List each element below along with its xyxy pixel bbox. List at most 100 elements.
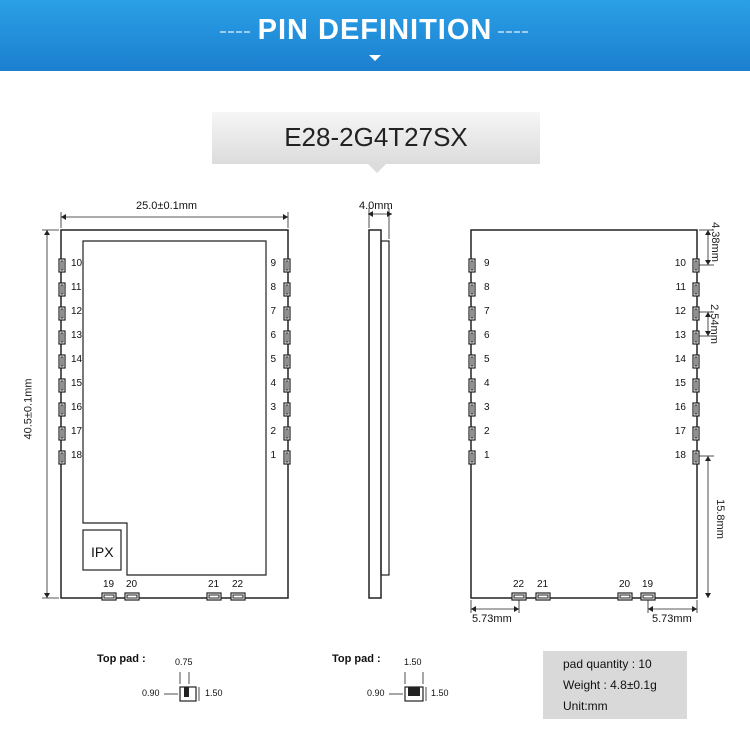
top-right-pin-label: 8	[270, 282, 276, 293]
top-left-pad-inner	[60, 428, 64, 439]
top-left-pin-label: 18	[71, 450, 83, 461]
bottom-left-pin-label: 3	[484, 402, 490, 413]
top-height-dim: 40.5±0.1mm	[22, 378, 35, 440]
top-left-pad-inner	[60, 260, 64, 271]
dim-left-offset-line-arrow-start	[471, 606, 476, 612]
bottom-left-pin-label: 5	[484, 354, 490, 365]
bottom-right-pin-label: 17	[674, 426, 686, 437]
bottom-bottom-pin-label: 20	[619, 579, 631, 590]
top-left-pad-inner	[60, 308, 64, 319]
top-right-pad-inner	[285, 308, 289, 319]
top-view-shield	[82, 240, 267, 576]
top-bottom-pad-inner	[232, 594, 244, 599]
dim-top-edge: 4.38mm	[708, 222, 721, 262]
dim-top-edge-line-arrow-start	[705, 230, 711, 235]
spec-pad-quantity: pad quantity : 10	[563, 657, 652, 671]
top-width-dim-line-arrow-end	[283, 214, 288, 220]
top-right-pad-inner	[285, 356, 289, 367]
top-right-pin-label: 2	[270, 426, 276, 437]
bottom-right-pad-inner	[694, 308, 698, 319]
top-right-pin-label: 4	[270, 378, 276, 389]
bottom-bottom-pad-inner	[537, 594, 549, 599]
bottom-bottom-pad-inner	[513, 594, 525, 599]
banner-arrow-icon	[369, 55, 381, 61]
bottom-left-pad-inner	[470, 356, 474, 367]
dim-right-offset-line-arrow-start	[648, 606, 653, 612]
top-left-pin-label: 15	[71, 378, 83, 389]
pad-left-offset: 0.90	[142, 688, 160, 698]
pad-right-fill	[408, 687, 420, 696]
dim-left-offset: 5.73mm	[472, 613, 512, 625]
bottom-right-pin-label: 15	[674, 378, 686, 389]
bottom-right-pin-label: 10	[674, 258, 686, 269]
top-bottom-pad-inner	[103, 594, 115, 599]
top-left-pad-inner	[60, 452, 64, 463]
model-name: E28-2G4T27SX	[284, 122, 468, 152]
dim-gap-line-arrow-start	[705, 456, 711, 461]
spec-box: pad quantity : 10 Weight : 4.8±0.1g Unit…	[543, 651, 687, 719]
pad-left-label: Top pad :	[97, 653, 146, 665]
top-left-pin-label: 11	[71, 282, 82, 293]
bottom-left-pin-label: 6	[484, 330, 490, 341]
ipx-label: IPX	[91, 544, 114, 560]
top-left-pad-inner	[60, 332, 64, 343]
bottom-right-pad-inner	[694, 452, 698, 463]
side-thickness-dim-line-arrow-start	[368, 211, 373, 217]
model-tab	[212, 112, 540, 164]
bottom-right-pad-inner	[694, 332, 698, 343]
top-right-pin-label: 6	[270, 330, 276, 341]
side-thickness-dim-line-arrow-end	[387, 211, 392, 217]
bottom-left-pad-inner	[470, 404, 474, 415]
top-right-pad-inner	[285, 452, 289, 463]
bottom-left-pad-inner	[470, 308, 474, 319]
pad-left-width: 0.75	[175, 657, 193, 667]
dim-gap-line-arrow-end	[705, 593, 711, 598]
top-left-pad-inner	[60, 404, 64, 415]
spec-unit: Unit:mm	[563, 699, 608, 713]
top-right-pad-inner	[285, 380, 289, 391]
top-left-pin-label: 17	[71, 426, 83, 437]
dim-left-offset-line-arrow-end	[514, 606, 519, 612]
bottom-left-pin-label: 9	[484, 258, 490, 269]
bottom-left-pad-inner	[470, 332, 474, 343]
bottom-right-pad-inner	[694, 380, 698, 391]
bottom-left-pin-label: 7	[484, 306, 490, 317]
top-bottom-pin-label: 21	[208, 579, 220, 590]
top-right-pin-label: 7	[270, 306, 276, 317]
top-left-pin-label: 10	[71, 258, 83, 269]
bottom-bottom-pin-label: 19	[642, 579, 654, 590]
pad-right-width: 1.50	[404, 657, 422, 667]
dim-pitch-line-arrow-end	[705, 331, 711, 336]
pad-right-label: Top pad :	[332, 653, 381, 665]
bottom-right-pin-label: 18	[674, 450, 686, 461]
top-width-dim-line-arrow-start	[61, 214, 66, 220]
top-right-pin-label: 3	[270, 402, 276, 413]
dim-gap: 15.8mm	[713, 499, 726, 539]
bottom-right-pad-inner	[694, 284, 698, 295]
top-right-pin-label: 9	[270, 258, 276, 269]
bottom-right-pad-inner	[694, 260, 698, 271]
bottom-bottom-pad-inner	[642, 594, 654, 599]
model-tab-notch	[367, 163, 387, 173]
bottom-right-pin-label: 14	[674, 354, 686, 365]
bottom-right-pin-label: 16	[674, 402, 686, 413]
dim-pitch-line-arrow-start	[705, 312, 711, 317]
dim-pitch: 2.54mm	[707, 304, 720, 344]
side-thickness-dim: 4.0mm	[359, 200, 393, 212]
pad-right-offset: 0.90	[367, 688, 385, 698]
bottom-left-pad-inner	[470, 452, 474, 463]
top-right-pad-inner	[285, 428, 289, 439]
side-view-shield	[380, 240, 390, 576]
dim-top-edge-line-arrow-end	[705, 260, 711, 265]
spec-weight: Weight : 4.8±0.1g	[563, 678, 657, 692]
bottom-left-pad-inner	[470, 284, 474, 295]
bottom-left-pad-inner	[470, 428, 474, 439]
bottom-bottom-pad-inner	[619, 594, 631, 599]
top-height-dim-line-arrow-start	[44, 230, 50, 235]
page-title: PIN DEFINITION	[257, 14, 493, 46]
top-left-pad-inner	[60, 356, 64, 367]
bottom-right-pin-label: 12	[674, 306, 686, 317]
top-width-dim: 25.0±0.1mm	[136, 200, 198, 212]
top-bottom-pin-label: 22	[232, 579, 244, 590]
